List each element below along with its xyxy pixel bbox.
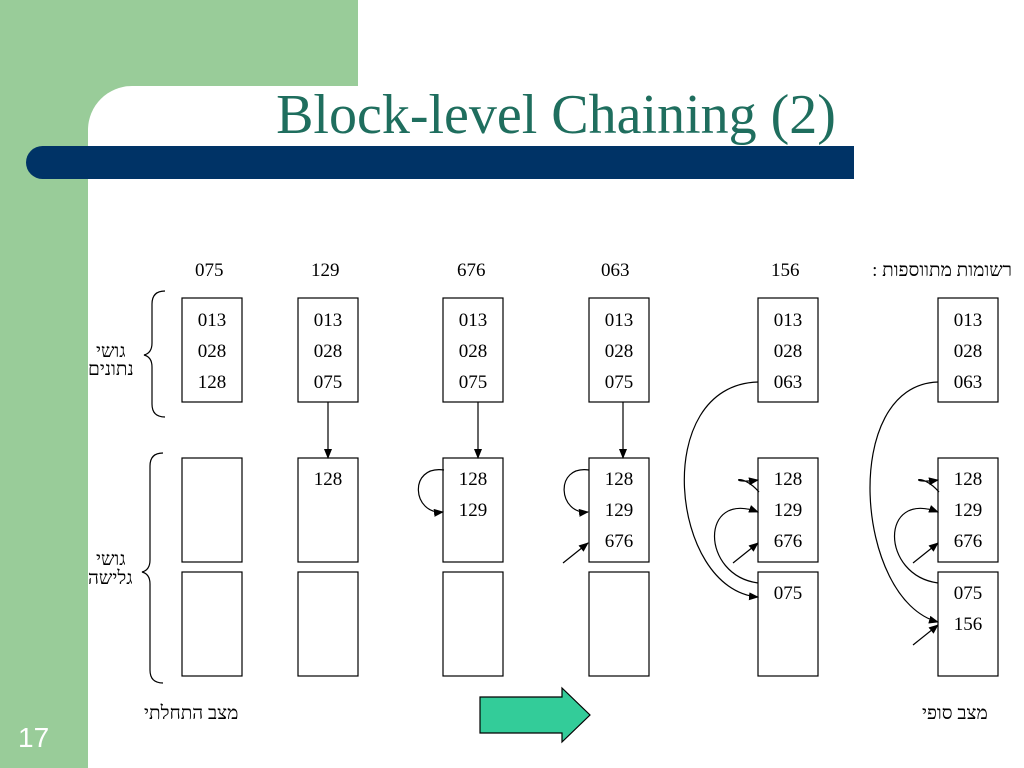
insert-arrow (912, 542, 939, 564)
data-blocks-brace (143, 290, 166, 418)
overflow-blocks-brace (141, 452, 164, 684)
record-key: 028 (197, 341, 227, 362)
added-record: 063 (601, 260, 630, 281)
record-key: 075 (604, 372, 634, 393)
record-key: 128 (197, 372, 227, 393)
data-block (757, 297, 819, 403)
record-key: 063 (773, 372, 803, 393)
record-key: 075 (953, 583, 983, 604)
added-records-label: רשומות מתווספות : (872, 260, 1012, 281)
chain-arrow (683, 381, 759, 601)
record-key: 013 (313, 310, 343, 331)
insert-arrow (732, 542, 759, 564)
overflow-block (181, 571, 243, 677)
record-key: 075 (773, 583, 803, 604)
record-key: 013 (953, 310, 983, 331)
chain-arrow (918, 477, 940, 493)
added-record: 676 (457, 260, 486, 281)
chain-arrow (714, 505, 759, 584)
record-key: 028 (313, 341, 343, 362)
chain-arrow (869, 381, 939, 624)
record-key: 013 (604, 310, 634, 331)
overflow-blocks-label-line1: גושי (96, 549, 126, 570)
overflow-block (442, 571, 504, 677)
record-key: 129 (773, 500, 803, 521)
record-key: 128 (458, 469, 488, 490)
record-key: 028 (604, 341, 634, 362)
chain-arrow (563, 469, 590, 517)
record-key: 156 (953, 614, 983, 635)
overflow-blocks-label-line2: גלישה (88, 568, 133, 589)
record-key: 129 (458, 500, 488, 521)
record-key: 013 (773, 310, 803, 331)
record-key: 128 (313, 469, 343, 490)
record-key: 075 (458, 372, 488, 393)
added-record: 129 (311, 260, 340, 281)
record-key: 028 (953, 341, 983, 362)
slide-title: Block-level Chaining (2) (276, 84, 836, 146)
data-block (588, 297, 650, 403)
record-key: 013 (458, 310, 488, 331)
page-number: 17 (18, 722, 50, 753)
record-key: 676 (953, 531, 983, 552)
record-key: 129 (953, 500, 983, 521)
data-blocks-label-line1: גושי (96, 341, 126, 362)
insert-arrow (562, 542, 589, 564)
chain-arrow (894, 505, 939, 584)
added-record: 156 (771, 260, 800, 281)
right-arrow-icon (479, 686, 591, 744)
overflow-block (588, 571, 650, 677)
data-block (442, 297, 504, 403)
chain-arrow (738, 477, 760, 493)
insert-arrow (912, 624, 939, 646)
record-key: 028 (458, 341, 488, 362)
data-block (181, 297, 243, 403)
initial-state-label: מצב התחלתי (144, 703, 239, 724)
record-key: 676 (604, 531, 634, 552)
data-block (937, 297, 999, 403)
record-key: 013 (197, 310, 227, 331)
chain-arrow (417, 469, 445, 517)
title-bar (26, 146, 854, 179)
overflow-block (181, 457, 243, 563)
added-record: 075 (195, 260, 224, 281)
record-key: 075 (313, 372, 343, 393)
record-key: 676 (773, 531, 803, 552)
final-state-label: מצב סופי (922, 703, 988, 724)
overflow-block (937, 571, 999, 677)
record-key: 128 (953, 469, 983, 490)
record-key: 128 (773, 469, 803, 490)
overflow-block (297, 571, 359, 677)
data-blocks-label-line2: נתונים (88, 359, 134, 380)
record-key: 063 (953, 372, 983, 393)
record-key: 028 (773, 341, 803, 362)
record-key: 128 (604, 469, 634, 490)
record-key: 129 (604, 500, 634, 521)
overflow-block (757, 571, 819, 677)
